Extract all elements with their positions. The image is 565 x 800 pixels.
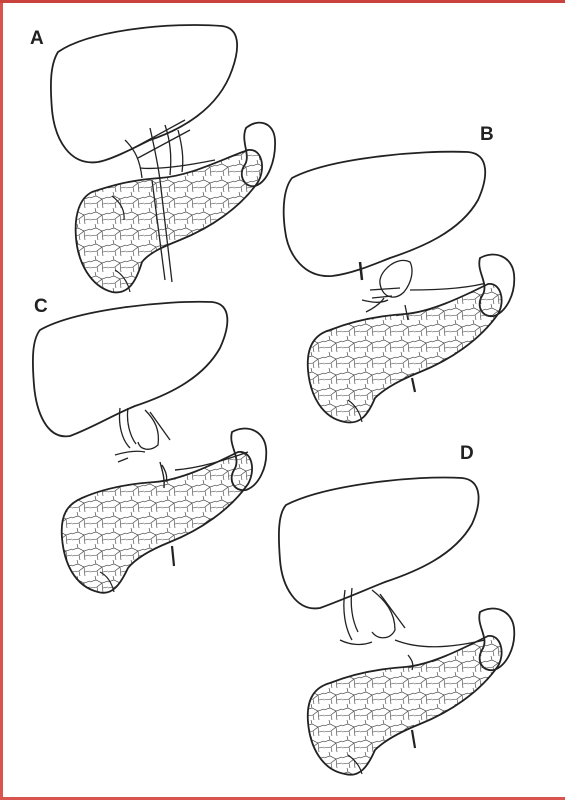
liver-c: [33, 302, 227, 437]
pancreas-b: [308, 284, 502, 423]
panel-a-illustration: [51, 25, 275, 292]
panel-c-illustration: [33, 302, 266, 593]
liver-b: [284, 152, 486, 276]
pancreas-a: [76, 150, 262, 293]
panel-b-illustration: [284, 152, 515, 423]
pancreas-d: [308, 636, 502, 775]
liver-d: [279, 477, 479, 608]
panel-d-illustration: [279, 477, 514, 774]
pancreas-c: [62, 452, 252, 593]
